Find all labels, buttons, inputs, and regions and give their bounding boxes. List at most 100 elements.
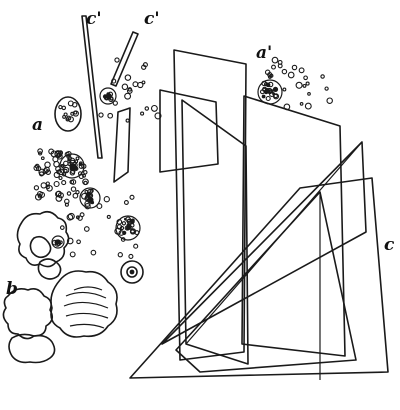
aggregate: [37, 258, 62, 280]
granule: [103, 196, 110, 203]
cluster-granule: [67, 158, 70, 162]
granule: [128, 253, 134, 259]
granule: [154, 112, 162, 120]
crystal-plate: [175, 191, 357, 373]
granule: [55, 194, 63, 202]
cell-granule: [65, 117, 70, 122]
ringed-body-core: [129, 269, 135, 275]
granule: [117, 252, 123, 258]
cluster-granule: [86, 192, 90, 196]
granule: [133, 243, 139, 249]
granule: [303, 75, 308, 81]
granule: [283, 103, 291, 111]
crystal-plates-c: [129, 49, 389, 380]
granule: [69, 251, 76, 258]
cluster-granule: [55, 240, 59, 244]
granule: [37, 151, 43, 156]
granule: [299, 102, 304, 106]
aggregate: [2, 288, 54, 340]
granule: [83, 170, 88, 175]
cluster-granule: [78, 162, 83, 166]
granule: [75, 215, 80, 220]
label-a-prime: a': [256, 43, 272, 63]
cell-granules: [58, 100, 79, 123]
cluster-granule: [84, 200, 91, 207]
aggregate: [16, 210, 70, 268]
cluster-granule: [272, 93, 280, 100]
granule: [75, 156, 80, 161]
label-b: b: [6, 279, 18, 299]
cluster-granule: [118, 230, 125, 236]
granule: [111, 78, 117, 84]
granule: [320, 74, 325, 79]
cluster-granule: [106, 93, 111, 99]
cluster-granule: [266, 88, 271, 94]
cluster-granule: [124, 217, 127, 221]
granule-cluster: [79, 187, 101, 209]
cell-granule: [61, 105, 67, 111]
cluster-granule: [71, 165, 77, 171]
granule: [112, 100, 118, 106]
crystal-edge: [185, 141, 363, 345]
granule: [142, 62, 148, 68]
granule: [55, 190, 62, 198]
granule: [90, 249, 97, 256]
granule: [60, 163, 65, 168]
cell-granule: [67, 116, 74, 123]
cluster-granule: [261, 94, 266, 99]
granule: [52, 156, 59, 163]
granule: [69, 179, 75, 185]
granule-cluster: [257, 79, 283, 105]
needle-crystal: [110, 31, 139, 87]
granule: [132, 81, 139, 88]
granule: [302, 83, 307, 88]
cluster-granule: [89, 188, 94, 193]
granule-cluster: [99, 87, 117, 105]
granule: [38, 191, 46, 198]
cell-granule: [72, 110, 79, 117]
granule: [98, 112, 104, 118]
granule: [53, 171, 60, 179]
granule: [40, 182, 47, 189]
cluster-granule: [129, 228, 137, 235]
crystal-plate: [129, 177, 389, 379]
cluster-granule: [63, 168, 68, 173]
granule: [307, 92, 311, 96]
cluster-granule: [259, 89, 265, 95]
ringed-body-inner: [126, 266, 138, 278]
cluster-granule: [265, 95, 271, 102]
label-a: a: [32, 115, 43, 135]
granule: [106, 214, 111, 219]
cluster-granule: [71, 162, 78, 169]
granule: [66, 191, 72, 196]
aggregate: [50, 270, 118, 338]
granule: [67, 212, 75, 220]
granule: [126, 88, 133, 94]
granule: [64, 202, 69, 207]
granule: [42, 168, 49, 174]
granule: [53, 180, 60, 188]
granule: [79, 212, 85, 218]
aggregates-b: [2, 210, 118, 364]
ringed-body-outer: [120, 260, 144, 284]
granule: [123, 200, 129, 205]
granule-clusters: [51, 79, 283, 249]
granule: [76, 239, 81, 245]
granule: [66, 213, 74, 221]
granule: [121, 83, 129, 91]
needle-crystals-c-prime: [81, 15, 139, 183]
granule: [125, 118, 130, 123]
granule: [82, 173, 86, 178]
granule: [291, 64, 298, 71]
granule: [37, 148, 43, 154]
granule: [304, 102, 312, 110]
granule: [46, 184, 53, 192]
label-c-prime-2: c': [144, 9, 160, 29]
granule: [271, 56, 279, 64]
granule: [264, 69, 271, 76]
granule: [35, 165, 42, 172]
crystal-plate: [161, 141, 367, 345]
granule: [287, 71, 295, 79]
cluster-granule: [129, 219, 135, 225]
cluster-granule: [272, 86, 279, 92]
